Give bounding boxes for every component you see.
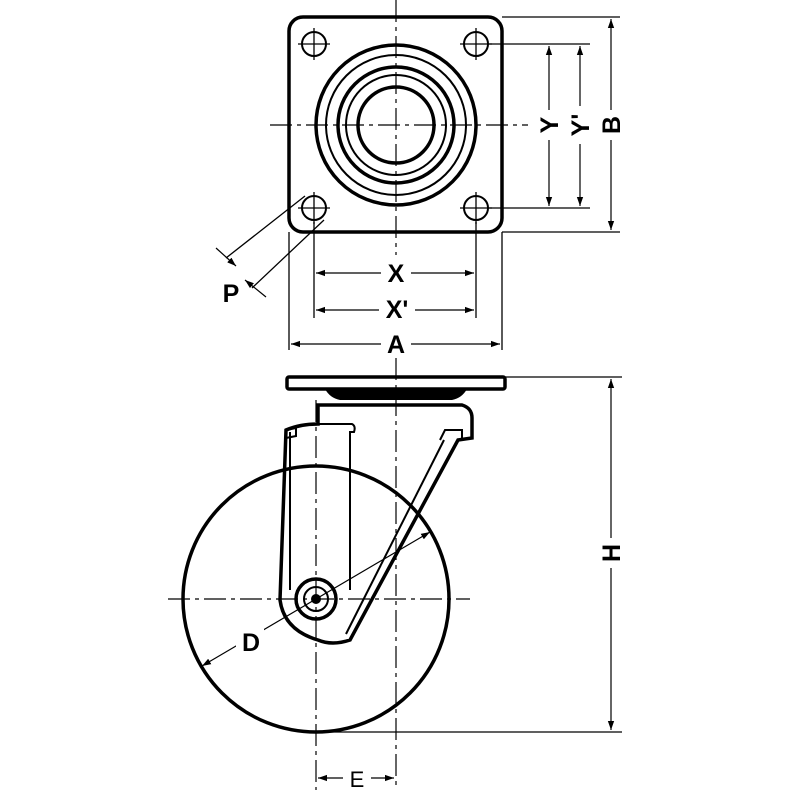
dim-e-label: E xyxy=(350,767,365,792)
dim-p-extension-outer xyxy=(225,195,306,259)
bolt-hole-top-right xyxy=(460,28,492,60)
dim-h-label: H xyxy=(598,544,626,562)
dim-y-prime-label: Y' xyxy=(567,114,595,137)
top-view: X X' A Y Y' B P xyxy=(215,0,626,359)
side-view: H D E xyxy=(168,358,626,792)
dim-a-label: A xyxy=(387,331,405,359)
dim-p-label: P xyxy=(223,280,240,308)
dim-p-extension-inner xyxy=(251,219,325,289)
dim-x-prime-label: X' xyxy=(386,296,409,324)
dim-d-label: D xyxy=(242,629,260,657)
dim-b-label: B xyxy=(598,116,626,134)
dim-y-label: Y xyxy=(536,116,564,133)
bolt-hole-top-left xyxy=(298,28,330,60)
bolt-hole-bottom-left xyxy=(298,192,330,224)
dim-x-label: X xyxy=(388,260,405,288)
bolt-hole-bottom-right xyxy=(460,192,492,224)
